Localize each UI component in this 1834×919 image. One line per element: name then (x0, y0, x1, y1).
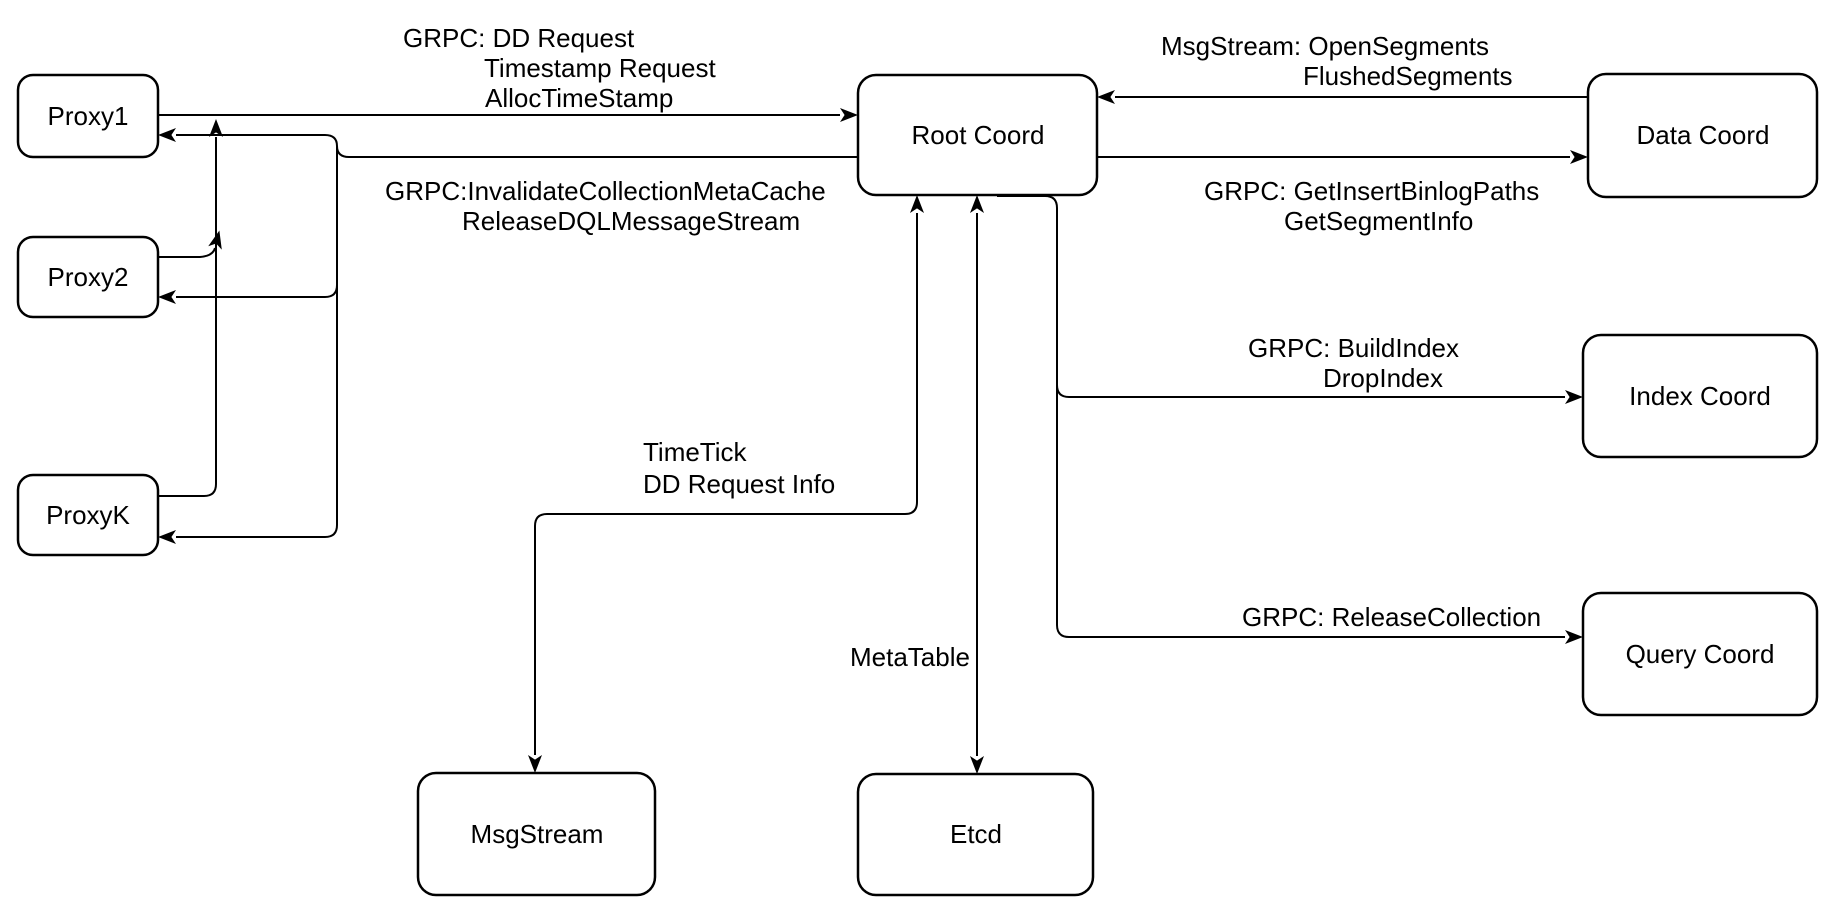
edge-root-coord-to-query-coord (997, 195, 1583, 644)
label-root-to-proxy-line2: ReleaseDQLMessageStream (462, 206, 800, 236)
label-data-to-root-line2: FlushedSegments (1303, 61, 1513, 91)
label-proxy-to-root: GRPC: DD Request Timestamp Request Alloc… (403, 23, 716, 113)
edge-root-coord-to-index-coord (1056, 384, 1583, 404)
node-msgstream (416, 771, 657, 897)
edge-root-coord-to-proxy2 (158, 146, 338, 304)
label-root-to-etcd: MetaTable (850, 642, 970, 672)
node-root-coord-label: Root Coord (912, 120, 1045, 150)
node-data-coord (1586, 72, 1819, 199)
node-proxy2 (16, 235, 160, 319)
node-proxyk (16, 473, 160, 557)
label-root-to-index: GRPC: BuildIndex DropIndex (1248, 333, 1459, 393)
label-root-to-proxy: GRPC:InvalidateCollectionMetaCache Relea… (385, 176, 826, 236)
edge-root-coord-to-proxyk (158, 146, 338, 544)
node-data-coord-label: Data Coord (1637, 120, 1770, 150)
label-root-to-data: GRPC: GetInsertBinlogPaths GetSegmentInf… (1204, 176, 1539, 236)
label-root-to-query: GRPC: ReleaseCollection (1242, 602, 1541, 632)
node-query-coord (1581, 591, 1819, 717)
node-proxy2-label: Proxy2 (48, 262, 129, 292)
node-msgstream-label: MsgStream (471, 819, 604, 849)
label-proxy-to-root-line3: AllocTimeStamp (485, 83, 673, 113)
node-index-coord (1581, 333, 1819, 459)
label-root-to-msgstream: TimeTick DD Request Info (643, 437, 835, 499)
label-root-to-msgstream-line2: DD Request Info (643, 469, 835, 499)
edge-root-coord-to-proxy1 (158, 128, 858, 158)
edge-proxyk-to-root-coord (158, 119, 223, 497)
node-index-coord-label: Index Coord (1629, 381, 1771, 411)
label-root-to-index-line2: DropIndex (1323, 363, 1443, 393)
label-proxy-to-root-line2: Timestamp Request (484, 53, 716, 83)
node-proxy1 (16, 73, 160, 159)
label-root-to-index-line1: GRPC: BuildIndex (1248, 333, 1459, 363)
label-root-to-proxy-line1: GRPC:InvalidateCollectionMetaCache (385, 176, 826, 206)
label-root-to-msgstream-line1: TimeTick (643, 437, 748, 467)
label-root-to-data-line2: GetSegmentInfo (1284, 206, 1473, 236)
label-proxy-to-root-line1: GRPC: DD Request (403, 23, 635, 53)
node-etcd (856, 772, 1095, 897)
label-root-to-query-line1: GRPC: ReleaseCollection (1242, 602, 1541, 632)
node-proxyk-label: ProxyK (46, 500, 130, 530)
label-data-to-root: MsgStream: OpenSegments FlushedSegments (1161, 31, 1513, 91)
edge-proxy2-to-root-coord (158, 230, 222, 258)
node-etcd-label: Etcd (950, 819, 1002, 849)
label-root-to-data-line1: GRPC: GetInsertBinlogPaths (1204, 176, 1539, 206)
node-proxy1-label: Proxy1 (48, 101, 129, 131)
node-root-coord (856, 73, 1099, 197)
label-data-to-root-line1: MsgStream: OpenSegments (1161, 31, 1489, 61)
label-root-to-etcd-line1: MetaTable (850, 642, 970, 672)
node-query-coord-label: Query Coord (1626, 639, 1775, 669)
edge-root-coord-msgstream (528, 195, 924, 773)
